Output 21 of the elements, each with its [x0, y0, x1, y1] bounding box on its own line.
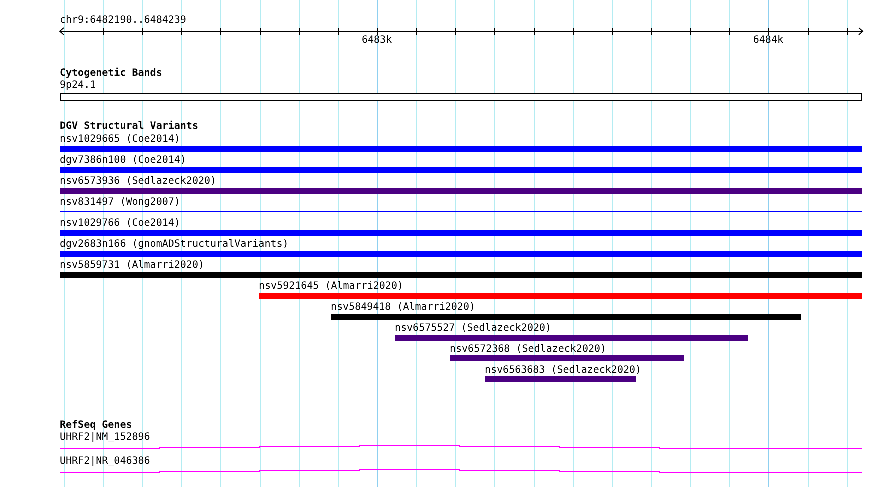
track-title: RefSeq Genes: [60, 420, 132, 432]
variant-label: nsv6575527 (Sedlazeck2020): [395, 323, 552, 335]
variant-label: nsv5849418 (Almarri2020): [331, 302, 476, 314]
variant-label: nsv6573936 (Sedlazeck2020): [60, 176, 217, 188]
variant-label: nsv831497 (Wong2007): [60, 197, 180, 209]
variant-label: nsv5921645 (Almarri2020): [259, 281, 404, 293]
variant-label: nsv6572368 (Sedlazeck2020): [450, 344, 607, 356]
track-title: Cytogenetic Bands: [60, 68, 162, 80]
variant-label: nsv6563683 (Sedlazeck2020): [485, 365, 642, 377]
coordinate-range: chr9:6482190..6484239: [60, 15, 186, 27]
variant-label: nsv1029665 (Coe2014): [60, 134, 180, 146]
variant-label: dgv2683n166 (gnomADStructuralVariants): [60, 239, 289, 251]
gene-label: UHRF2|NR_046386: [60, 456, 150, 468]
band-label: 9p24.1: [60, 80, 96, 92]
tick-label: 6484k: [753, 35, 784, 47]
variant-label: nsv1029766 (Coe2014): [60, 218, 180, 230]
track-title: DGV Structural Variants: [60, 121, 198, 133]
variant-label: dgv7386n100 (Coe2014): [60, 155, 186, 167]
variant-label: nsv5859731 (Almarri2020): [60, 260, 204, 272]
tick-label: 6483k: [362, 35, 392, 47]
gene-label: UHRF2|NM_152896: [60, 432, 150, 444]
